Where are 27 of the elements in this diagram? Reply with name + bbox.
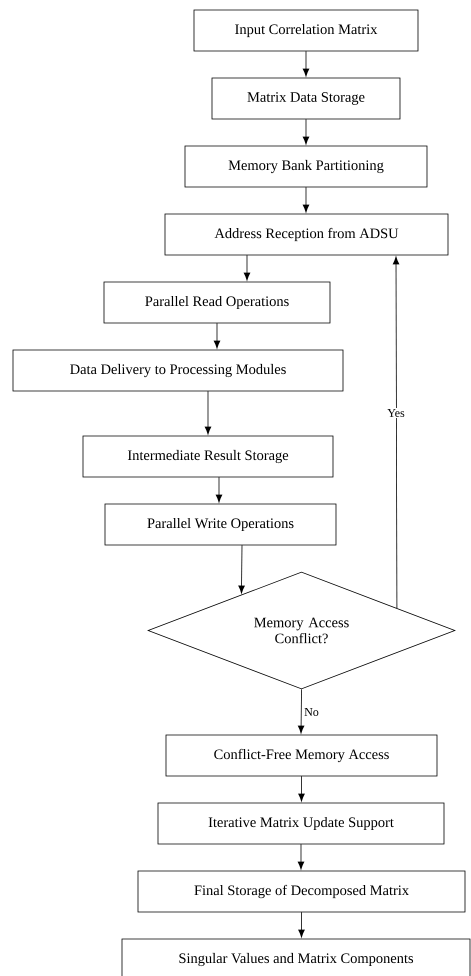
arrow <box>298 689 304 734</box>
arrow <box>392 256 400 609</box>
process-box: Parallel Read Operations <box>104 282 330 324</box>
arrow <box>298 776 305 802</box>
arrow <box>204 391 212 434</box>
arrow <box>298 844 304 870</box>
arrow <box>302 187 310 212</box>
process-box: Matrix Data Storage <box>212 78 400 120</box>
edge-label: No <box>303 707 320 717</box>
process-box: Address Reception from ADSU <box>164 214 448 256</box>
arrow <box>244 255 250 280</box>
process-box: Memory Bank Partitioning <box>184 146 428 188</box>
arrow <box>214 323 220 348</box>
arrow <box>298 912 305 938</box>
process-box: Conflict-Free Memory Access <box>166 734 438 776</box>
process-box: Parallel Write Operations <box>104 504 336 546</box>
edge-label: Yes <box>386 408 406 418</box>
process-box: Final Storage of Decomposed Matrix <box>138 870 466 912</box>
arrow <box>238 545 245 594</box>
arrow <box>302 51 310 76</box>
process-box: Iterative Matrix Update Support <box>158 802 444 844</box>
process-box: Intermediate Result Storage <box>82 436 334 478</box>
arrow <box>216 477 222 502</box>
process-box: Input Correlation Matrix <box>194 10 418 52</box>
arrow <box>302 119 310 144</box>
process-box: Singular Values and Matrix Components <box>122 938 470 976</box>
process-box: Data Delivery to Processing Modules <box>12 350 344 392</box>
